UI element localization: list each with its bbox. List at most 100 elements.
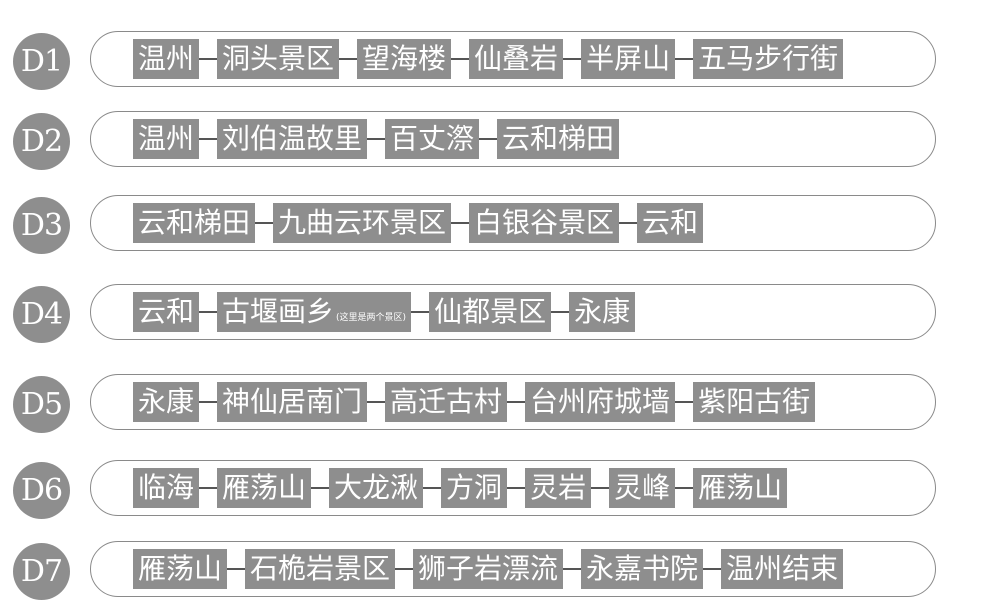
route-connector — [563, 568, 582, 570]
stop-name: 方洞 — [446, 471, 503, 504]
stop-box: 狮子岩漂流 — [413, 549, 564, 589]
stop-box: 方洞 — [441, 468, 508, 508]
route-connector — [563, 58, 582, 60]
day-row: D3 云和梯田九曲云环景区白银谷景区云和 — [0, 193, 1006, 257]
stop-name: 灵岩 — [530, 471, 587, 504]
stop-box: 雁荡山 — [133, 549, 228, 589]
stop-box: 灵岩 — [525, 468, 592, 508]
stop-box: 温州结束 — [721, 549, 844, 589]
stop-name: 雁荡山 — [138, 552, 223, 585]
route-connector — [199, 138, 218, 140]
route-connector — [423, 487, 442, 489]
stop-name: 仙叠岩 — [474, 42, 559, 75]
day-row: D7 雁荡山石桅岩景区狮子岩漂流永嘉书院温州结束 — [0, 539, 1006, 603]
day-badge: D5 — [13, 376, 70, 433]
stop-name: 刘伯温故里 — [222, 122, 363, 155]
route-connector — [255, 222, 274, 224]
stop-box: 雁荡山 — [693, 468, 788, 508]
route-connector — [199, 311, 218, 313]
stop-box: 高迁古村 — [385, 382, 508, 422]
stop-name: 永康 — [138, 385, 195, 418]
stop-name: 洞头景区 — [222, 42, 335, 75]
stop-name: 古堰画乡 — [222, 295, 335, 328]
route-chain: 永康神仙居南门高迁古村台州府城墙紫阳古街 — [133, 382, 816, 422]
stop-name: 百丈漈 — [390, 122, 475, 155]
stop-box: 永康 — [569, 292, 636, 332]
stop-box: 石桅岩景区 — [245, 549, 396, 589]
route-connector — [703, 568, 722, 570]
stop-name: 雁荡山 — [698, 471, 783, 504]
stop-box: 温州 — [133, 119, 200, 159]
stop-box: 半屏山 — [581, 39, 676, 79]
stop-name: 狮子岩漂流 — [418, 552, 559, 585]
stop-name: 云和梯田 — [502, 122, 615, 155]
day-badge: D4 — [13, 286, 70, 343]
stop-box: 台州府城墙 — [525, 382, 676, 422]
stop-box: 雁荡山 — [217, 468, 312, 508]
stop-name: 白银谷景区 — [474, 206, 615, 239]
stop-name: 望海楼 — [362, 42, 447, 75]
stop-name: 石桅岩景区 — [250, 552, 391, 585]
stop-box: 大龙湫 — [329, 468, 424, 508]
stop-box: 仙都景区 — [429, 292, 552, 332]
day-badge: D7 — [13, 543, 70, 600]
day-row: D2 温州刘伯温故里百丈漈云和梯田 — [0, 109, 1006, 173]
stop-box: 白银谷景区 — [469, 203, 620, 243]
day-badge: D6 — [13, 462, 70, 519]
route-connector — [227, 568, 246, 570]
route-connector — [199, 487, 218, 489]
day-badge: D3 — [13, 197, 70, 254]
route-connector — [507, 401, 526, 403]
route-chain: 雁荡山石桅岩景区狮子岩漂流永嘉书院温州结束 — [133, 549, 844, 589]
stop-box: 永康 — [133, 382, 200, 422]
stop-name: 永康 — [574, 295, 631, 328]
route-connector — [339, 58, 358, 60]
stop-box: 仙叠岩 — [469, 39, 564, 79]
route-chain: 温州刘伯温故里百丈漈云和梯田 — [133, 119, 620, 159]
route-connector — [451, 222, 470, 224]
route-connector — [199, 58, 218, 60]
stop-box: 洞头景区 — [217, 39, 340, 79]
stop-name: 云和 — [138, 295, 195, 328]
stop-note: (这里是两个景区) — [336, 313, 407, 323]
stop-name: 神仙居南门 — [222, 385, 363, 418]
day-row: D4 云和古堰画乡(这里是两个景区) 仙都景区永康 — [0, 282, 1006, 346]
stop-name: 高迁古村 — [390, 385, 503, 418]
route-connector — [451, 58, 470, 60]
route-connector — [411, 311, 430, 313]
stop-box: 云和 — [133, 292, 200, 332]
route-connector — [479, 138, 498, 140]
stop-box: 灵峰 — [609, 468, 676, 508]
stop-name: 九曲云环景区 — [278, 206, 447, 239]
route-connector — [199, 401, 218, 403]
route-connector — [619, 222, 638, 224]
day-badge: D2 — [13, 113, 70, 170]
route-chain: 临海雁荡山大龙湫方洞灵岩灵峰雁荡山 — [133, 468, 788, 508]
stop-box: 紫阳古街 — [693, 382, 816, 422]
stop-box: 百丈漈 — [385, 119, 480, 159]
route-chain: 温州洞头景区望海楼仙叠岩半屏山五马步行街 — [133, 39, 844, 79]
stop-name: 温州结束 — [726, 552, 839, 585]
stop-box: 神仙居南门 — [217, 382, 368, 422]
stop-name: 云和 — [642, 206, 699, 239]
route-connector — [395, 568, 414, 570]
stop-box: 云和 — [637, 203, 704, 243]
stop-box: 望海楼 — [357, 39, 452, 79]
route-chain: 云和梯田九曲云环景区白银谷景区云和 — [133, 203, 704, 243]
stop-box: 五马步行街 — [693, 39, 844, 79]
route-connector — [551, 311, 570, 313]
route-connector — [591, 487, 610, 489]
route-connector — [675, 487, 694, 489]
stop-name: 灵峰 — [614, 471, 671, 504]
stop-box: 云和梯田 — [133, 203, 256, 243]
day-row: D5 永康神仙居南门高迁古村台州府城墙紫阳古街 — [0, 372, 1006, 436]
route-connector — [675, 401, 694, 403]
stop-name: 温州 — [138, 122, 195, 155]
stop-name: 临海 — [138, 471, 195, 504]
stop-name: 永嘉书院 — [586, 552, 699, 585]
stop-name: 仙都景区 — [434, 295, 547, 328]
route-connector — [367, 401, 386, 403]
stop-box: 九曲云环景区 — [273, 203, 452, 243]
